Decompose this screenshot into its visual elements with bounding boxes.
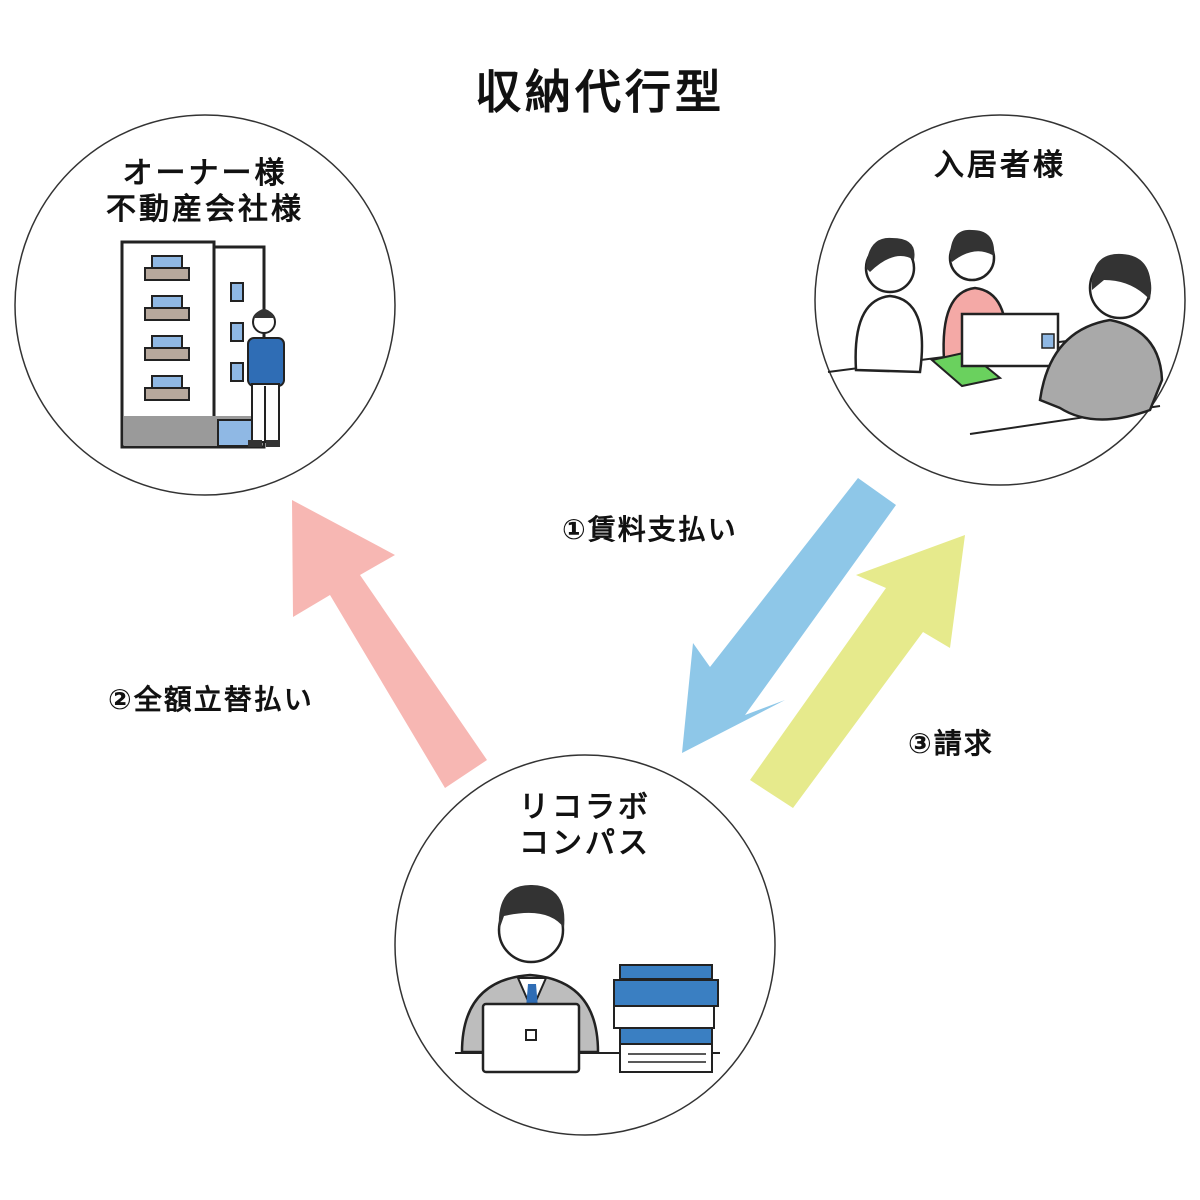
owner-label-line2: 不動産会社様 [106,192,304,227]
staff-at-laptop-illustration [455,884,720,1074]
full-payment-arrow [292,500,487,788]
owner-person-illustration [247,309,285,447]
diagram-title: 収納代行型 [475,65,725,119]
tenant-label-line1: 入居者様 [934,148,1066,183]
company-label-line1: リコラボ [519,790,651,825]
company-label-line2: コンパス [519,826,651,861]
owner-label-line1: オーナー様 [122,156,288,191]
full-payment-label: ②全額立替払い [108,683,314,716]
billing-arrow [750,535,965,808]
tenant-meeting-illustration [827,229,1164,435]
tenant-label: 入居者様 [890,148,1110,184]
owner-label: オーナー様 不動産会社様 [85,156,325,228]
rent-payment-label: ①賃料支払い [562,513,738,546]
billing-label: ③請求 [908,727,994,760]
company-label: リコラボ コンパス [475,790,695,862]
rent-payment-arrow [682,478,896,753]
apartment-building-illustration [120,240,266,449]
file-stack-illustration [613,964,719,1073]
